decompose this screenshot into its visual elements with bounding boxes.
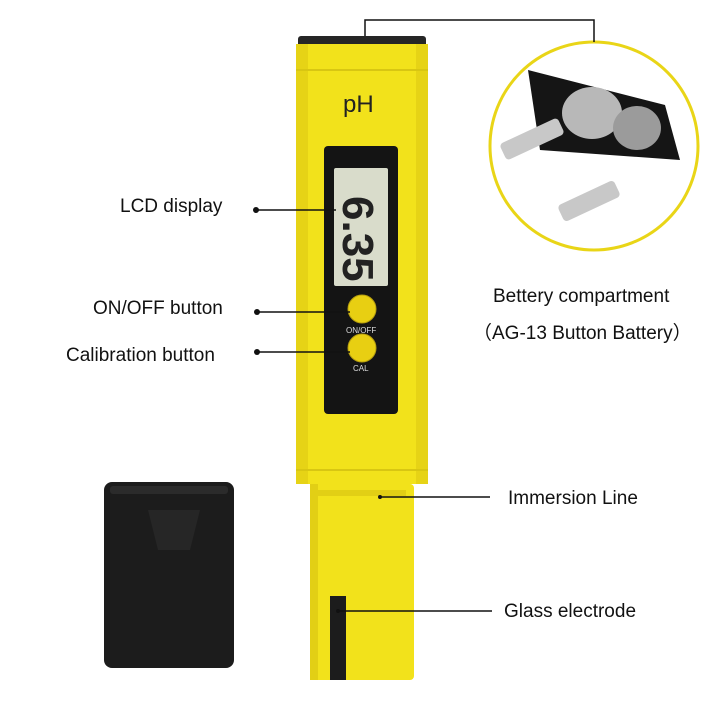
callout-dots [253, 207, 382, 613]
lcd-reading: 6.35 [333, 196, 382, 282]
lcd-window [324, 146, 398, 414]
on-off-button-graphic[interactable] [347, 294, 377, 324]
protective-cap [104, 482, 234, 668]
cal-button-graphic[interactable] [347, 333, 377, 363]
callout-lines [256, 19, 595, 612]
on-off-button-label: ON/OFF [346, 326, 376, 335]
battery-compartment-subtitle: （AG-13 Button Battery） [473, 323, 692, 344]
lcd-display-label: LCD display [120, 196, 223, 217]
battery-compartment-title: Bettery compartment [493, 286, 670, 307]
on-off-button-callout: ON/OFF button [93, 298, 223, 319]
glass-electrode-label: Glass electrode [504, 601, 637, 622]
immersion-line-label: Immersion Line [508, 488, 638, 509]
battery-inset [488, 40, 700, 252]
cal-button-label: CAL [353, 364, 369, 373]
brand-label: pH [343, 91, 374, 118]
calibration-button-callout: Calibration button [66, 345, 215, 366]
